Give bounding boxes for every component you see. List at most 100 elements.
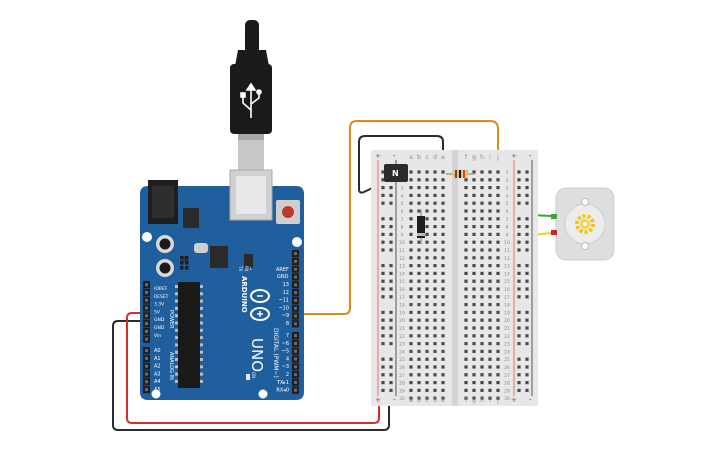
breadboard-hole[interactable]: [488, 357, 492, 361]
breadboard-hole[interactable]: [433, 326, 437, 330]
breadboard-hole[interactable]: [433, 256, 437, 260]
breadboard-hole[interactable]: [425, 209, 429, 213]
breadboard-hole[interactable]: [441, 326, 445, 330]
rail-hole[interactable]: [517, 357, 521, 361]
rail-hole[interactable]: [517, 334, 521, 338]
breadboard-hole[interactable]: [417, 326, 421, 330]
breadboard-hole[interactable]: [409, 334, 413, 338]
breadboard-hole[interactable]: [425, 326, 429, 330]
breadboard-hole[interactable]: [441, 373, 445, 377]
breadboard-hole[interactable]: [488, 209, 492, 213]
rail-hole[interactable]: [389, 310, 393, 314]
rail-hole[interactable]: [389, 326, 393, 330]
breadboard-hole[interactable]: [441, 310, 445, 314]
breadboard-hole[interactable]: [433, 365, 437, 369]
breadboard-hole[interactable]: [441, 209, 445, 213]
breadboard-hole[interactable]: [409, 381, 413, 385]
breadboard-hole[interactable]: [488, 349, 492, 353]
rail-hole[interactable]: [381, 381, 385, 385]
rail-hole[interactable]: [525, 178, 529, 182]
breadboard-hole[interactable]: [472, 388, 476, 392]
rail-hole[interactable]: [517, 326, 521, 330]
breadboard-hole[interactable]: [464, 357, 468, 361]
breadboard-hole[interactable]: [425, 217, 429, 221]
breadboard-hole[interactable]: [433, 334, 437, 338]
breadboard-hole[interactable]: [472, 170, 476, 174]
wire-black-transistor[interactable]: [358, 135, 444, 194]
rail-hole[interactable]: [381, 178, 385, 182]
rail-hole[interactable]: [517, 318, 521, 322]
breadboard-hole[interactable]: [425, 186, 429, 190]
breadboard-hole[interactable]: [409, 264, 413, 268]
breadboard-hole[interactable]: [480, 248, 484, 252]
rail-hole[interactable]: [381, 271, 385, 275]
breadboard-hole[interactable]: [417, 256, 421, 260]
breadboard-hole[interactable]: [488, 225, 492, 229]
breadboard-hole[interactable]: [496, 201, 500, 205]
rail-hole[interactable]: [389, 279, 393, 283]
breadboard-hole[interactable]: [464, 279, 468, 283]
breadboard-hole[interactable]: [417, 381, 421, 385]
rail-hole[interactable]: [525, 388, 529, 392]
breadboard-hole[interactable]: [496, 303, 500, 307]
rail-hole[interactable]: [525, 232, 529, 236]
rail-hole[interactable]: [517, 310, 521, 314]
breadboard-hole[interactable]: [433, 396, 437, 400]
breadboard-hole[interactable]: [472, 326, 476, 330]
rail-hole[interactable]: [525, 381, 529, 385]
breadboard-hole[interactable]: [441, 342, 445, 346]
breadboard-hole[interactable]: [409, 248, 413, 252]
rail-hole[interactable]: [517, 365, 521, 369]
breadboard-hole[interactable]: [496, 271, 500, 275]
breadboard-hole[interactable]: [409, 170, 413, 174]
breadboard-hole[interactable]: [441, 201, 445, 205]
breadboard-hole[interactable]: [472, 287, 476, 291]
breadboard-hole[interactable]: [409, 271, 413, 275]
arduino-uno-board[interactable]: ARDUINO UNO DIGITAL (PWM~) POWER ANALOG …: [140, 169, 304, 400]
breadboard-hole[interactable]: [417, 334, 421, 338]
breadboard-hole[interactable]: [488, 388, 492, 392]
rail-hole[interactable]: [525, 334, 529, 338]
breadboard-hole[interactable]: [425, 201, 429, 205]
breadboard-hole[interactable]: [472, 279, 476, 283]
breadboard-hole[interactable]: [433, 373, 437, 377]
rail-hole[interactable]: [381, 388, 385, 392]
breadboard-hole[interactable]: [472, 232, 476, 236]
breadboard-hole[interactable]: [496, 193, 500, 197]
rail-hole[interactable]: [381, 373, 385, 377]
breadboard-hole[interactable]: [417, 373, 421, 377]
breadboard-hole[interactable]: [409, 303, 413, 307]
breadboard-hole[interactable]: [472, 334, 476, 338]
rail-hole[interactable]: [517, 225, 521, 229]
breadboard-hole[interactable]: [496, 279, 500, 283]
breadboard-hole[interactable]: [441, 295, 445, 299]
breadboard-hole[interactable]: [488, 287, 492, 291]
usb-cable[interactable]: [230, 20, 272, 170]
breadboard-hole[interactable]: [496, 310, 500, 314]
breadboard-hole[interactable]: [464, 326, 468, 330]
breadboard-hole[interactable]: [480, 209, 484, 213]
rail-hole[interactable]: [525, 248, 529, 252]
rail-hole[interactable]: [389, 365, 393, 369]
breadboard-hole[interactable]: [425, 271, 429, 275]
breadboard-hole[interactable]: [417, 178, 421, 182]
breadboard-hole[interactable]: [433, 349, 437, 353]
breadboard-hole[interactable]: [488, 248, 492, 252]
breadboard-hole[interactable]: [433, 388, 437, 392]
breadboard-hole[interactable]: [488, 295, 492, 299]
breadboard-hole[interactable]: [464, 365, 468, 369]
breadboard-hole[interactable]: [480, 388, 484, 392]
breadboard-hole[interactable]: [488, 232, 492, 236]
breadboard-hole[interactable]: [409, 279, 413, 283]
power-header[interactable]: [143, 281, 150, 343]
breadboard-hole[interactable]: [472, 201, 476, 205]
breadboard-hole[interactable]: [480, 334, 484, 338]
breadboard-hole[interactable]: [425, 193, 429, 197]
breadboard-hole[interactable]: [496, 326, 500, 330]
analog-header[interactable]: [143, 347, 150, 394]
rail-hole[interactable]: [517, 264, 521, 268]
breadboard-hole[interactable]: [409, 178, 413, 182]
breadboard-hole[interactable]: [417, 271, 421, 275]
breadboard-hole[interactable]: [480, 373, 484, 377]
breadboard-hole[interactable]: [409, 365, 413, 369]
